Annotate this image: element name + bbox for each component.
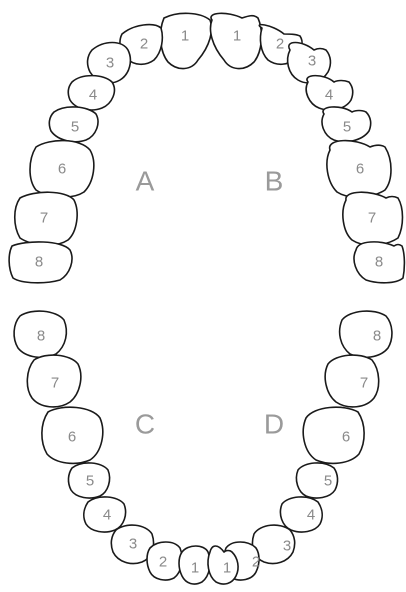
tooth-c6[interactable]: 6 <box>41 406 104 465</box>
tooth-d4[interactable]: 4 <box>279 496 323 533</box>
tooth-b7[interactable]: 7 <box>342 191 404 246</box>
tooth-a3[interactable]: 3 <box>86 41 132 84</box>
tooth-d2-number: 2 <box>252 554 260 571</box>
quadrant-c: 8 7 6 5 4 3 2 1 C <box>13 310 211 585</box>
tooth-d7[interactable]: 7 <box>324 354 380 408</box>
tooth-a7[interactable]: 7 <box>13 191 78 246</box>
tooth-d7-number: 7 <box>360 375 368 392</box>
tooth-b4[interactable]: 4 <box>305 74 354 111</box>
tooth-c1-number: 1 <box>191 560 199 577</box>
tooth-a4-number: 4 <box>89 87 97 104</box>
quadrant-d: 8 7 6 5 4 3 2 1 D <box>207 310 393 585</box>
tooth-a7-number: 7 <box>40 210 48 227</box>
tooth-a1[interactable]: 1 <box>159 12 213 70</box>
tooth-a8[interactable]: 8 <box>8 241 73 284</box>
tooth-a6-number: 6 <box>58 161 66 178</box>
tooth-b4-number: 4 <box>325 87 333 104</box>
tooth-a2-number: 2 <box>140 36 148 53</box>
quadrant-c-label: C <box>135 409 155 440</box>
tooth-d1-number: 1 <box>223 560 231 577</box>
tooth-d5[interactable]: 5 <box>295 462 339 499</box>
tooth-b5[interactable]: 5 <box>321 106 372 143</box>
tooth-b6-number: 6 <box>356 161 364 178</box>
tooth-a3-number: 3 <box>106 55 114 72</box>
tooth-d6[interactable]: 6 <box>302 406 365 465</box>
tooth-a4[interactable]: 4 <box>67 74 116 111</box>
quadrant-a: 1 2 3 4 5 6 7 8 A <box>8 12 213 284</box>
tooth-c5[interactable]: 5 <box>67 462 111 499</box>
tooth-b1-number: 1 <box>233 28 241 45</box>
tooth-c3[interactable]: 3 <box>110 524 155 565</box>
tooth-d1[interactable]: 1 <box>207 545 239 585</box>
tooth-b7-number: 7 <box>368 210 376 227</box>
tooth-d4-number: 4 <box>307 507 315 524</box>
tooth-b1[interactable]: 1 <box>209 12 263 70</box>
tooth-b6[interactable]: 6 <box>326 139 392 198</box>
tooth-b2-number: 2 <box>276 36 284 53</box>
tooth-b3-number: 3 <box>308 53 316 70</box>
tooth-c8[interactable]: 8 <box>13 310 68 359</box>
tooth-c2-number: 2 <box>159 554 167 571</box>
quadrant-a-label: A <box>136 166 155 197</box>
tooth-d3-number: 3 <box>283 538 291 555</box>
tooth-d6-number: 6 <box>342 429 350 446</box>
tooth-c4-number: 4 <box>103 507 111 524</box>
tooth-a5[interactable]: 5 <box>48 106 99 143</box>
tooth-c2[interactable]: 2 <box>146 541 183 581</box>
tooth-c6-number: 6 <box>68 429 76 446</box>
tooth-c7-number: 7 <box>51 375 59 392</box>
tooth-a6[interactable]: 6 <box>29 139 95 198</box>
tooth-d8-number: 8 <box>373 328 381 345</box>
tooth-b8-number: 8 <box>375 254 383 271</box>
tooth-c3-number: 3 <box>129 536 137 553</box>
tooth-d5-number: 5 <box>324 473 332 490</box>
tooth-a5-number: 5 <box>71 119 79 136</box>
tooth-d8[interactable]: 8 <box>338 310 393 359</box>
tooth-a1-number: 1 <box>181 28 189 45</box>
tooth-c7[interactable]: 7 <box>26 354 82 408</box>
tooth-b5-number: 5 <box>343 119 351 136</box>
tooth-c4[interactable]: 4 <box>83 496 127 533</box>
tooth-d3[interactable]: 3 <box>251 524 296 565</box>
tooth-c5-number: 5 <box>86 473 94 490</box>
quadrant-b-label: B <box>265 166 284 197</box>
quadrant-d-label: D <box>264 409 284 440</box>
tooth-c8-number: 8 <box>37 328 45 345</box>
tooth-c1[interactable]: 1 <box>178 545 211 585</box>
tooth-a8-number: 8 <box>35 254 43 271</box>
quadrant-b: 1 2 3 4 5 6 7 8 B <box>209 12 406 284</box>
tooth-b8[interactable]: 8 <box>353 241 406 284</box>
